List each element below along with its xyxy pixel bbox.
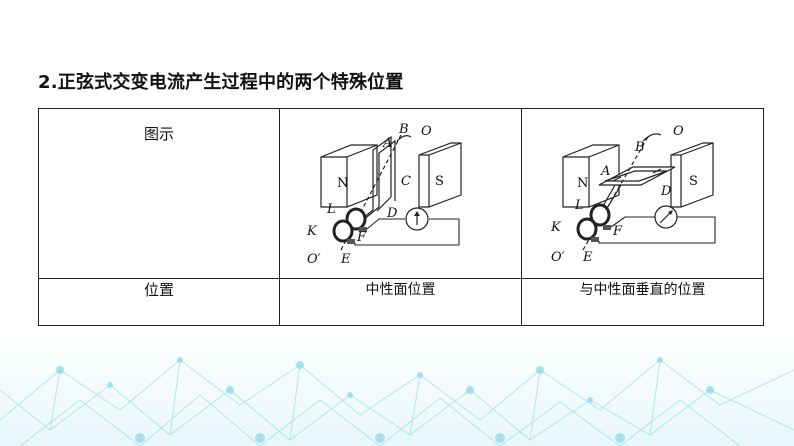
diagram-cell-neutral: N S A B C D E F K L O O′	[279, 108, 522, 279]
label-e: E	[340, 252, 351, 265]
label-e: E	[582, 250, 593, 265]
decorative-network-background	[0, 330, 794, 446]
north-pole-label: N	[337, 176, 348, 191]
label-o-prime: O′	[307, 252, 321, 265]
south-pole-label: S	[689, 174, 698, 189]
row-label-position: 位置	[38, 278, 280, 326]
south-pole-label: S	[435, 174, 444, 189]
label-d: D	[660, 184, 672, 199]
label-k: K	[550, 220, 562, 235]
position-row: 位置 中性面位置 与中性面垂直的位置	[38, 278, 764, 326]
diagram-cell-perpendicular: N S A B D E F K L O O′	[521, 108, 764, 279]
diagram-row: 图示	[38, 108, 764, 279]
label-k: K	[306, 224, 318, 239]
generator-diagram-neutral: N S A B C D E F K L O O′	[306, 122, 462, 265]
label-o-prime: O′	[551, 250, 565, 265]
label-a: A	[600, 164, 610, 179]
page-heading: 2.正弦式交变电流产生过程中的两个特殊位置	[38, 72, 404, 93]
caption-perpendicular: 与中性面垂直的位置	[521, 278, 764, 326]
label-l: L	[574, 198, 584, 213]
label-b: B	[398, 122, 409, 137]
label-b: B	[634, 140, 645, 155]
row-label-diagram: 图示	[38, 108, 280, 279]
label-c: C	[401, 174, 411, 189]
label-o: O	[673, 124, 684, 139]
label-a: A	[382, 136, 392, 151]
label-f: F	[356, 230, 367, 245]
label-f: F	[612, 224, 623, 239]
comparison-table: 图示	[38, 108, 764, 326]
label-d: D	[386, 206, 398, 221]
north-pole-label: N	[577, 176, 588, 191]
generator-diagram-perpendicular: N S A B D E F K L O O′	[550, 124, 716, 265]
label-l: L	[326, 202, 336, 217]
caption-neutral: 中性面位置	[279, 278, 522, 326]
label-o: O	[421, 124, 432, 139]
